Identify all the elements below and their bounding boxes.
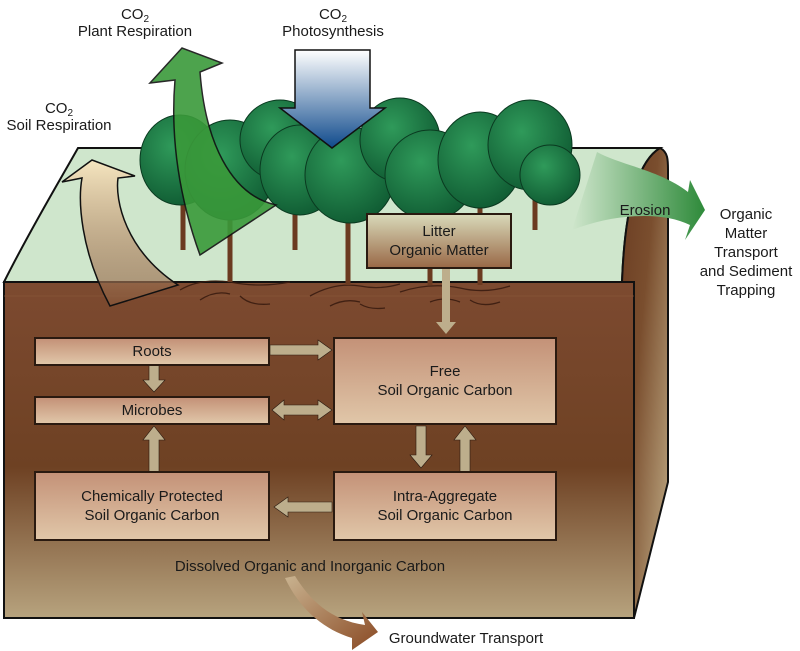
co2-photosynthesis-label: CO2 Photosynthesis	[258, 6, 408, 40]
co2-subscript: 2	[143, 14, 150, 25]
transport-line: and Sediment	[699, 263, 793, 280]
co2-formula: CO	[44, 100, 68, 117]
groundwater-transport-label: Groundwater Transport	[388, 630, 544, 647]
transport-line: Trapping	[716, 282, 776, 299]
intra-aggregate-soc-box: Intra-Aggregate Soil Organic Carbon	[333, 471, 557, 541]
soil-respiration-text: Soil Respiration	[6, 117, 112, 134]
box-text: Litter	[422, 223, 456, 240]
box-text: Organic Matter	[389, 242, 489, 259]
transport-line: Organic	[719, 206, 773, 223]
box-text: Intra-Aggregate	[392, 488, 498, 505]
photosynthesis-arrow	[277, 49, 388, 149]
dissolved-carbon-label: Dissolved Organic and Inorganic Carbon	[174, 558, 446, 575]
organic-matter-transport-label: Organic Matter Transport and Sediment Tr…	[690, 205, 800, 300]
box-text: Soil Organic Carbon	[377, 507, 513, 524]
free-soil-organic-carbon-box: Free Soil Organic Carbon	[333, 337, 557, 425]
co2-subscript: 2	[341, 14, 348, 25]
co2-plant-respiration-label: CO2 Plant Respiration	[60, 6, 210, 40]
photosynthesis-text: Photosynthesis	[282, 23, 384, 40]
litter-organic-matter-box: Litter Organic Matter	[366, 213, 512, 269]
box-text: Chemically Protected	[81, 488, 223, 505]
co2-subscript: 2	[67, 108, 74, 119]
transport-line: Matter	[724, 225, 768, 242]
plant-respiration-text: Plant Respiration	[77, 23, 193, 40]
co2-formula: CO	[120, 6, 144, 23]
roots-box: Roots	[34, 337, 270, 366]
microbes-box: Microbes	[34, 396, 270, 425]
soil-respiration-arrow	[61, 159, 180, 307]
box-text: Free	[429, 363, 461, 380]
co2-formula: CO	[318, 6, 342, 23]
transport-line: Transport	[714, 244, 778, 261]
plant-respiration-arrow	[148, 47, 278, 257]
chemically-protected-soc-box: Chemically Protected Soil Organic Carbon	[34, 471, 270, 541]
erosion-arrow	[572, 152, 705, 240]
erosion-label: Erosion	[619, 202, 671, 219]
flow-arrows	[142, 339, 477, 518]
box-text: Soil Organic Carbon	[377, 382, 513, 399]
co2-soil-respiration-label: CO2 Soil Respiration	[0, 100, 124, 134]
groundwater-arrow	[285, 576, 378, 650]
box-text: Soil Organic Carbon	[84, 507, 220, 524]
